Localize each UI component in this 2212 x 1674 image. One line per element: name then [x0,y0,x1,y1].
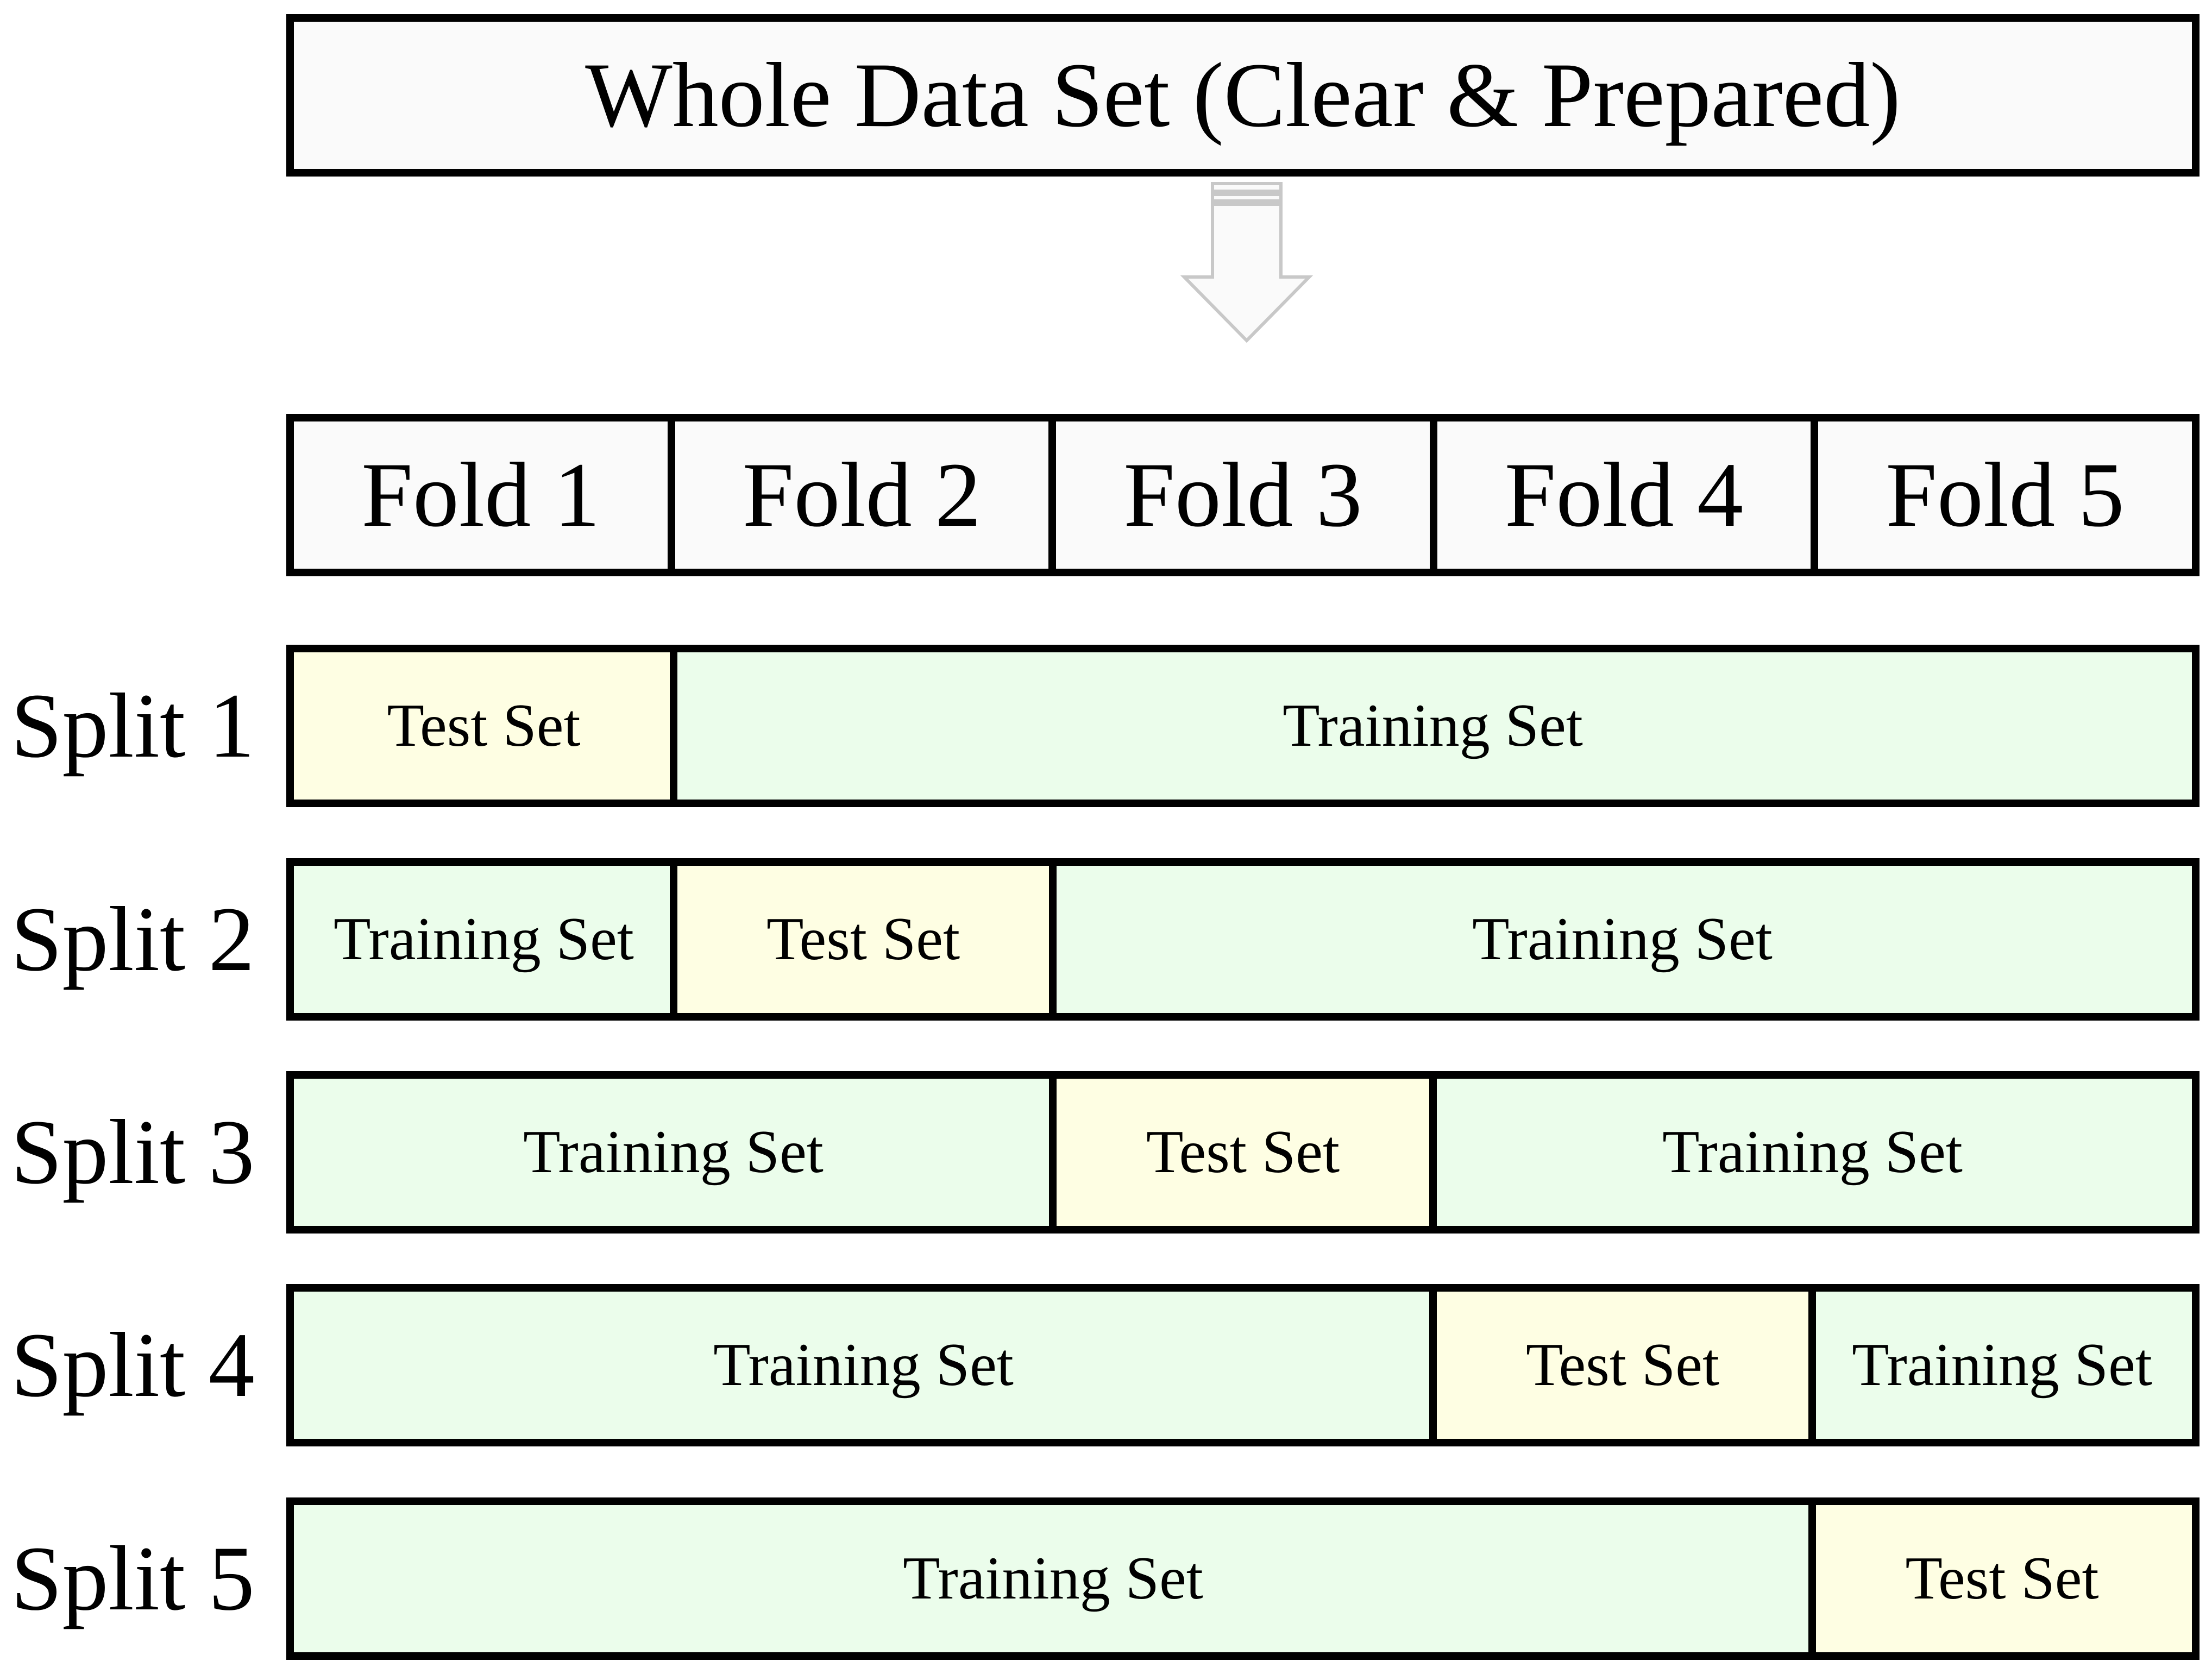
segment-label: Test Set [1905,1545,2099,1612]
fold-label: Fold 5 [1886,444,2125,546]
fold-label: Fold 1 [361,444,600,546]
split-4-label: Split 4 [11,1314,255,1416]
fold-label: Fold 4 [1504,444,1744,546]
training-set-segment: Training Set [294,866,674,1013]
segment-label: Test Set [766,905,960,973]
fold-5-box: Fold 5 [1811,414,2200,576]
segment-divider [1808,1505,1816,1652]
split-3-bar: Training Set Test Set Training Set [286,1071,2200,1234]
segment-divider [1808,1292,1816,1439]
segment-label: Training Set [523,1118,824,1186]
test-set-segment: Test Set [1433,1292,1812,1439]
split-1-bar: Test Set Training Set [286,645,2200,807]
training-set-segment: Training Set [294,1079,1053,1226]
split-5-bar: Training Set Test Set [286,1497,2200,1660]
whole-data-set-label: Whole Data Set (Clear & Prepared) [585,44,1901,146]
split-3-label: Split 3 [11,1101,255,1203]
training-set-segment: Training Set [1053,866,2192,1013]
segment-divider [1049,866,1057,1013]
segment-divider [1429,1079,1437,1226]
segment-label: Test Set [1146,1118,1340,1186]
split-2-label: Split 2 [11,888,255,990]
fold-label: Fold 2 [742,444,982,546]
down-arrow-icon [1180,182,1314,343]
training-set-segment: Training Set [294,1505,1812,1652]
test-set-segment: Test Set [674,866,1053,1013]
test-set-segment: Test Set [1812,1505,2192,1652]
fold-label: Fold 3 [1123,444,1362,546]
segment-label: Training Set [334,905,634,973]
split-1-label: Split 1 [11,675,255,777]
whole-data-set-box: Whole Data Set (Clear & Prepared) [286,14,2200,177]
segment-divider [670,652,677,800]
segment-label: Training Set [903,1545,1203,1612]
segment-label: Test Set [387,692,581,759]
fold-4-box: Fold 4 [1430,414,1818,576]
segment-label: Training Set [1472,905,1773,973]
split-5-label: Split 5 [11,1527,255,1629]
segment-label: Training Set [1662,1118,1963,1186]
test-set-segment: Test Set [1053,1079,1433,1226]
segment-label: Training Set [1852,1331,2152,1399]
segment-label: Training Set [713,1331,1014,1399]
fold-2-box: Fold 2 [668,414,1056,576]
segment-divider [1429,1292,1437,1439]
fold-1-box: Fold 1 [286,414,675,576]
training-set-segment: Training Set [674,652,2192,800]
segment-label: Training Set [1283,692,1583,759]
segment-divider [1049,1079,1057,1226]
segment-divider [670,866,677,1013]
test-set-segment: Test Set [294,652,674,800]
training-set-segment: Training Set [294,1292,1433,1439]
training-set-segment: Training Set [1433,1079,2192,1226]
fold-3-box: Fold 3 [1048,414,1437,576]
segment-label: Test Set [1525,1331,1720,1399]
fold-row: Fold 1 Fold 2 Fold 3 Fold 4 Fold 5 [286,414,2200,576]
split-2-bar: Training Set Test Set Training Set [286,858,2200,1021]
training-set-segment: Training Set [1812,1292,2192,1439]
split-4-bar: Training Set Test Set Training Set [286,1284,2200,1446]
